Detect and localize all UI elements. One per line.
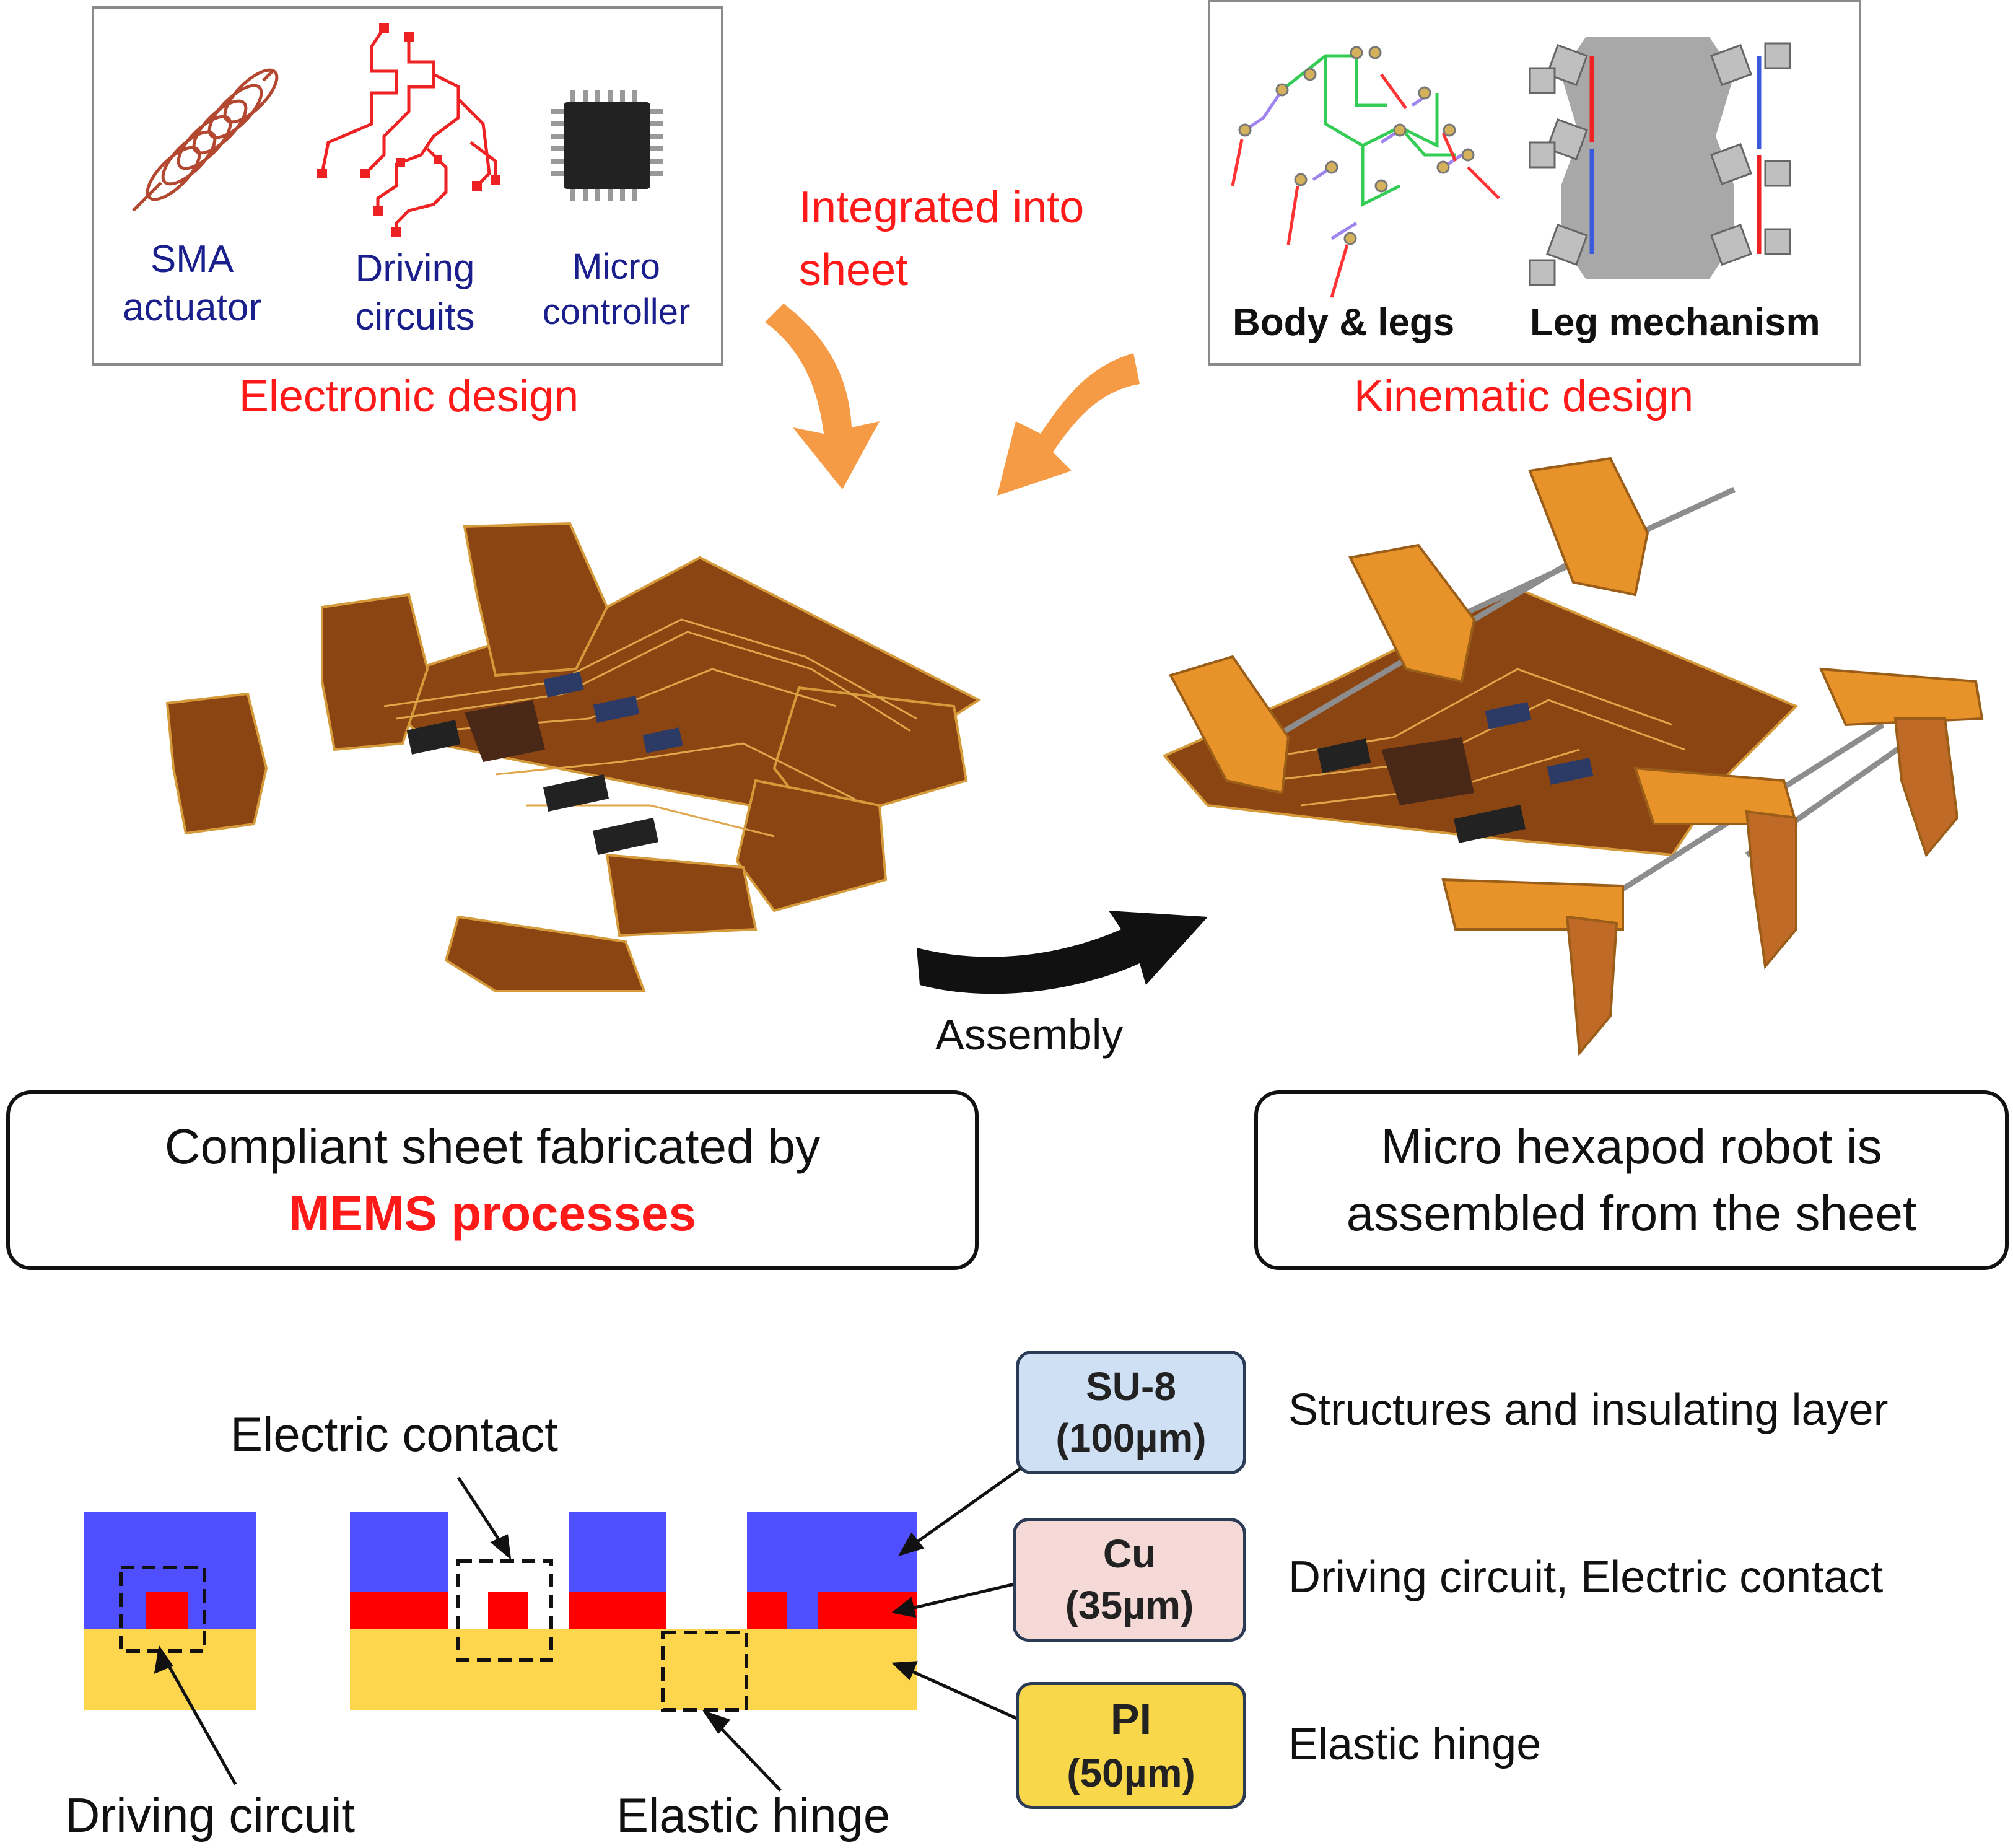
legend-pi-description: Elastic hinge bbox=[1288, 1720, 1542, 1769]
hexapod-robot-box: Micro hexapod robot is assembled from th… bbox=[1254, 1090, 2009, 1270]
hexapod-text-line2: assembled from the sheet bbox=[1346, 1186, 1917, 1241]
cross-section-block-2 bbox=[350, 1512, 917, 1712]
compliant-sheet-box: Compliant sheet fabricated by MEMS proce… bbox=[6, 1090, 979, 1270]
body-legs-label: Body & legs bbox=[1233, 301, 1455, 344]
assembly-label: Assembly bbox=[935, 1010, 1124, 1059]
sma-coil-icon bbox=[132, 68, 279, 212]
cross-section-pointers bbox=[154, 1463, 1026, 1792]
hexapod-body bbox=[1162, 587, 1799, 857]
hexapod-legs bbox=[1169, 457, 1984, 1057]
circuit-traces-icon bbox=[320, 27, 497, 232]
driving-circuit-label: Driving circuit bbox=[65, 1788, 356, 1842]
cross-section-block-1 bbox=[84, 1512, 256, 1710]
legend-cu-box: Cu (35µm) bbox=[1013, 1518, 1246, 1642]
elastic-hinge-label: Elastic hinge bbox=[616, 1788, 891, 1842]
legend-cu-description: Driving circuit, Electric contact bbox=[1288, 1552, 1884, 1602]
flat-sheet-chips bbox=[406, 672, 683, 855]
assembly-arrow-icon bbox=[917, 911, 1208, 994]
body-legs-linkage-icon bbox=[1231, 46, 1500, 298]
leg-mechanism-icon bbox=[1529, 37, 1791, 286]
microcontroller-icon bbox=[551, 90, 663, 201]
leg-mechanism-label: Leg mechanism bbox=[1530, 301, 1820, 344]
legend-su8-description: Structures and insulating layer bbox=[1288, 1385, 1889, 1435]
legend-su8-box: SU-8 (100µm) bbox=[1016, 1351, 1246, 1474]
mems-processes-text: MEMS processes bbox=[288, 1186, 697, 1241]
electric-contact-label: Electric contact bbox=[230, 1407, 558, 1461]
compliant-sheet-text: Compliant sheet fabricated by bbox=[164, 1119, 821, 1174]
electronic-design-caption: Electronic design bbox=[238, 372, 579, 421]
hexapod-text-line1: Micro hexapod robot is bbox=[1381, 1119, 1882, 1174]
circuit-pads-icon bbox=[317, 23, 500, 237]
right-orange-arrow-icon bbox=[997, 353, 1140, 496]
left-orange-arrow-icon bbox=[765, 304, 880, 489]
kinematic-design-caption: Kinematic design bbox=[1353, 372, 1694, 421]
legend-pi-box: PI (50µm) bbox=[1016, 1682, 1246, 1809]
